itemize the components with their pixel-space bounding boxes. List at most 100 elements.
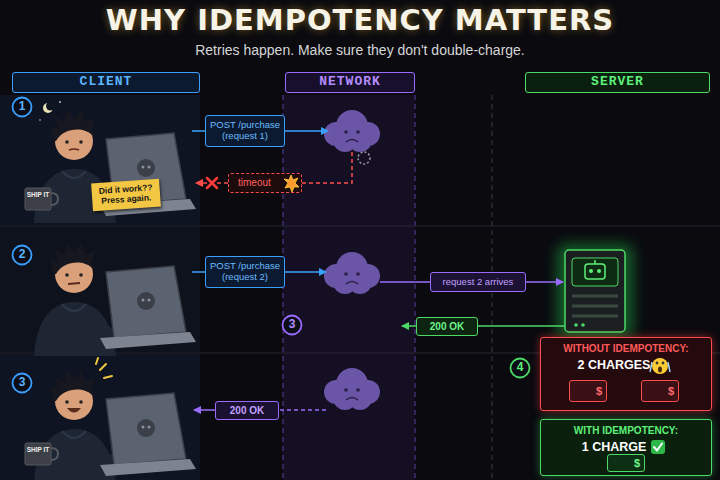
server-slot [572,295,618,298]
request-box: POST /purchase (request 1) [205,115,285,147]
moon-shadow [46,102,55,111]
server-slot [572,305,618,308]
step-number: 2 [11,244,33,266]
circle-outline [511,359,530,378]
network-cloud [324,252,380,294]
request-box: POST /purchase (request 2) [205,256,285,288]
card-icon: $ [641,380,679,402]
timeout-box: timeout [228,173,302,193]
forward-line [380,281,430,283]
request-arrow [285,271,326,273]
node-text: 1 [19,100,26,114]
server-slot [572,315,618,318]
mug-text: SHIP IT [25,446,51,453]
scream-face [652,358,668,374]
server-led [574,323,578,327]
column-header: CLIENT [12,72,200,93]
client-person [34,370,196,480]
burst-icon [284,175,299,192]
server-body [565,250,625,332]
node-text: 200 OK [430,321,464,333]
node-text: WITHOUT IDEMPOTENCY: [563,343,688,355]
server-glow [557,244,633,338]
circle-outline [283,316,302,335]
node-text: 200 OK [230,405,264,417]
circle-outline [13,374,32,393]
forward-arrow [526,281,563,283]
node-text: $ [634,457,640,470]
node-text: POST /purchase (request 2) [209,261,281,283]
mouth [67,408,81,413]
circle-outline [13,98,32,117]
column-header: NETWORK [285,72,415,93]
card-icon: $ [607,454,645,472]
network-cloud [324,368,380,410]
response-line [478,325,565,327]
robot-eye [589,269,593,273]
node-text: $ [668,385,674,398]
star [39,119,41,121]
loading-spinner [358,152,370,164]
node-text: 1 CHARGE [582,440,647,454]
network-band [283,95,415,480]
column-header: SERVER [525,72,710,93]
mug-text: SHIP IT [25,191,51,198]
node-text: Did it work?? Press again. [93,183,158,207]
step-number: 3 [11,372,33,394]
node-text: NETWORK [319,75,381,90]
face-mouth [658,367,662,373]
sticky-note: Did it work?? Press again. [91,179,161,212]
robot-antenna [594,260,596,264]
step-number: 4 [509,357,531,379]
node-text: request 2 arrives [443,277,514,288]
step-number: 3 [281,314,303,336]
node-text: 4 [517,361,524,375]
row-divider [0,226,720,227]
mug-handle [51,193,58,205]
face-eye [656,362,659,365]
mug [25,188,51,210]
check-mark [654,444,662,451]
face-hands [650,362,670,372]
response-box: 200 OK [416,317,478,336]
node-text: 2 CHARGES [578,358,651,372]
network-message: request 2 arrives [430,272,526,292]
node-text: timeout [238,177,271,189]
server-screen [572,258,618,286]
circle-outline [13,246,32,265]
mug-handle [51,448,58,460]
response-box: 200 OK [215,401,279,420]
node-text: SERVER [591,75,644,90]
fail-cross [207,178,217,188]
request-arrow [285,130,328,132]
timeout-line [302,152,352,183]
mouth [68,283,80,284]
robot-eye [597,269,601,273]
response-arrow [194,409,215,411]
star [59,101,61,103]
mouth [69,149,79,150]
outcome-box: WITH IDEMPOTENCY: 1 CHARGE $ [540,419,712,476]
client-person [34,110,196,223]
check-icon [651,440,665,454]
face-eye [662,362,665,365]
node-text: CLIENT [80,75,133,90]
diagram-caption: Retries happen. Make sure they don't dou… [0,42,720,58]
outcome-box: WITHOUT IDEMPOTENCY: 2 CHARGES $ $ [540,337,712,411]
response-line [279,409,326,411]
request-line [192,130,205,132]
diagram-title: WHY IDEMPOTENCY MATTERS [0,3,720,37]
card-icon: $ [569,380,607,402]
response-arrow [402,325,416,327]
node-text: 3 [19,376,26,390]
node-text: WITH IDEMPOTENCY: [574,425,678,437]
node-text: POST /purchase (request 1) [209,120,281,142]
column-divider [415,95,416,480]
network-cloud [324,110,380,152]
step-number: 1 [11,96,33,118]
node-text: 3 [289,318,296,332]
node-text: 2 [19,248,26,262]
mug [25,443,51,465]
room-panel [0,95,200,225]
